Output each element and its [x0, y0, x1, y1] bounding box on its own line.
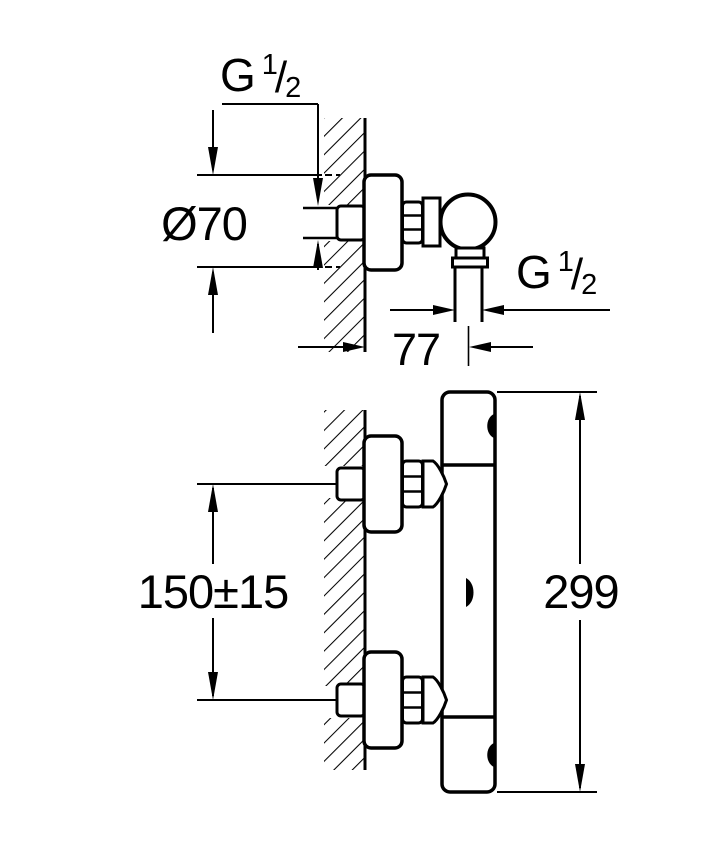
wall-hatch-front — [324, 410, 365, 770]
inlet-spacing-label: 150±15 — [137, 565, 290, 618]
wall-to-outlet-dimension — [298, 342, 533, 352]
thread-denominator: 2 — [581, 269, 598, 301]
thread-slash: / — [274, 53, 288, 102]
inlet-spacing-dimension — [208, 484, 218, 700]
upper-knob-notch — [487, 414, 494, 438]
valve-neck — [421, 196, 442, 248]
overall-height-dimension — [497, 391, 597, 793]
wall-to-outlet-label: 77 — [391, 324, 441, 375]
lower-knob-notch — [487, 743, 494, 767]
upper-inlet-connector — [421, 459, 449, 509]
concealed-union-nut — [335, 204, 367, 242]
wall-hatch-side — [324, 118, 365, 352]
lower-union-nut — [335, 682, 367, 718]
inlet-thread-dimension — [222, 103, 323, 270]
lower-hex-nut — [401, 675, 424, 725]
outlet-thread-dimension — [390, 305, 610, 315]
lower-escutcheon — [362, 650, 404, 750]
escutcheon-diameter-dimension — [197, 110, 340, 333]
hex-nut-side — [401, 200, 424, 245]
side-view-linework — [197, 103, 610, 366]
thread-letter: G — [516, 246, 552, 298]
thread-denominator: 2 — [285, 72, 302, 104]
overall-height-label: 299 — [543, 565, 619, 618]
thermostat-knob-side — [438, 192, 498, 252]
upper-union-nut — [335, 466, 367, 502]
front-view-linework — [197, 390, 597, 794]
upper-escutcheon — [362, 434, 404, 534]
thread-letter: G — [220, 49, 256, 101]
upper-hex-nut — [401, 459, 424, 509]
lower-inlet-connector — [421, 675, 449, 725]
thread-slash: / — [570, 250, 584, 299]
escutcheon-diameter-label: Ø70 — [161, 197, 248, 250]
escutcheon-side — [362, 173, 404, 272]
thread-numerator: 1 — [261, 49, 278, 81]
thread-numerator: 1 — [557, 246, 574, 278]
outlet-collar-lower — [451, 256, 489, 269]
body-center-mark — [466, 578, 474, 607]
